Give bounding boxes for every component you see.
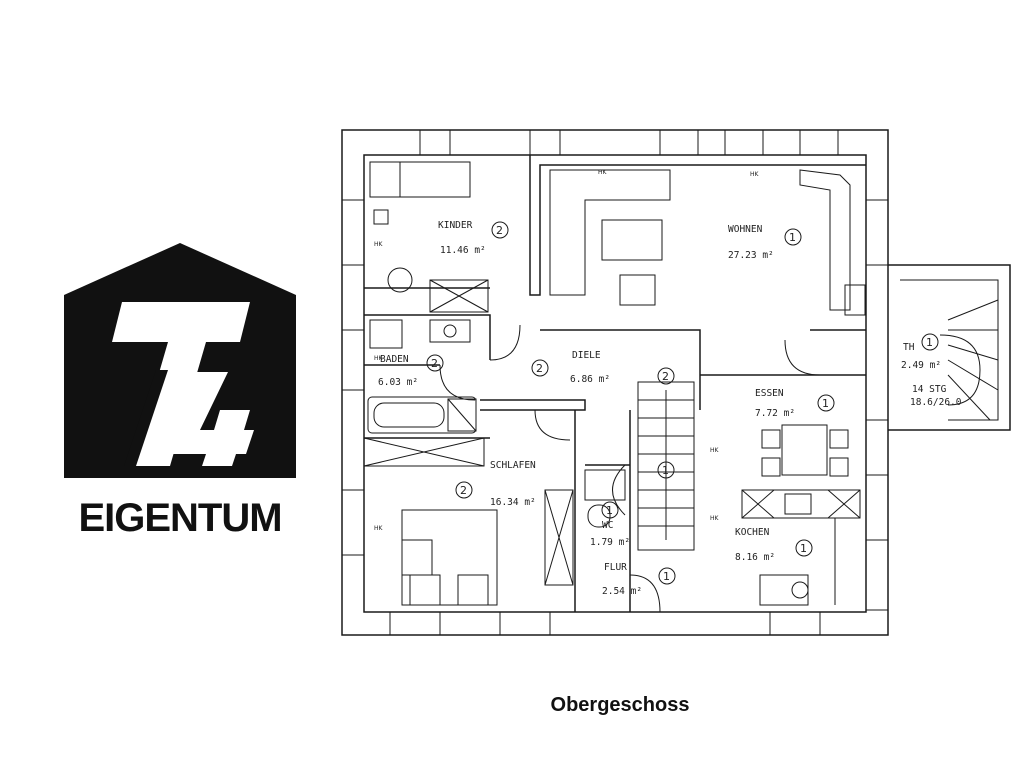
logo-digit-four xyxy=(150,372,254,466)
room-area-th: 2.49 m² xyxy=(901,360,941,371)
room-area-schlafen: 16.34 m² xyxy=(490,497,536,508)
heater-label: HK xyxy=(374,525,384,532)
room-name-diele: DIELE xyxy=(572,350,601,361)
stair-unit-marker-lower: 1 xyxy=(662,464,669,477)
room-unit-th: 1 xyxy=(926,336,933,349)
room-labels: KINDER 11.46 m² 2 WOHNEN 27.23 m² 1 BADE… xyxy=(374,169,962,597)
heater-label: HK xyxy=(374,355,384,362)
room-area-flur: 2.54 m² xyxy=(602,586,642,597)
room-unit-kochen: 1 xyxy=(800,542,807,555)
room-unit-wc: 1 xyxy=(606,504,613,517)
room-area-diele: 6.86 m² xyxy=(570,374,610,385)
main-staircase xyxy=(637,381,695,551)
room-name-wc: WC xyxy=(602,520,613,531)
wc-fixtures xyxy=(584,469,626,528)
room-unit-kinder: 2 xyxy=(496,224,503,237)
room-area-kochen: 8.16 m² xyxy=(735,552,775,563)
room-area-wc: 1.79 m² xyxy=(590,537,630,548)
windows xyxy=(341,129,889,636)
room-area-wohnen: 27.23 m² xyxy=(728,250,774,261)
room-name-schlafen: SCHLAFEN xyxy=(490,460,536,471)
room-area-baden: 6.03 m² xyxy=(378,377,418,388)
kitchen-dining-furniture xyxy=(741,424,861,606)
room-name-essen: ESSEN xyxy=(755,388,784,399)
heater-label: HK xyxy=(710,447,720,454)
room-unit-wohnen: 1 xyxy=(789,231,796,244)
floor-plan: KINDER 11.46 m² 2 WOHNEN 27.23 m² 1 BADE… xyxy=(341,129,1011,636)
room-unit-schlafen: 2 xyxy=(460,484,467,497)
room-name-th: TH xyxy=(903,342,915,353)
door-swings xyxy=(439,324,821,613)
interior-walls xyxy=(364,155,866,612)
logo-slash xyxy=(124,370,168,466)
heater-label: HK xyxy=(750,171,760,178)
room-area-kinder: 11.46 m² xyxy=(440,245,486,256)
stair-steps-label: 14 STG xyxy=(912,384,947,395)
room-name-kochen: KOCHEN xyxy=(735,527,770,538)
heater-label: HK xyxy=(598,169,608,176)
schlafen-furniture xyxy=(363,437,574,606)
stair-unit-marker: 2 xyxy=(662,370,669,383)
tower-stair xyxy=(888,264,1011,431)
logo-wordmark: EIGENTUM xyxy=(78,496,282,540)
stair-dim-label: 18.6/26.0 xyxy=(910,397,962,408)
room-unit-diele: 2 xyxy=(536,362,543,375)
room-unit-baden: 2 xyxy=(431,357,438,370)
room-name-baden: BADEN xyxy=(380,354,409,365)
heater-label: HK xyxy=(374,241,384,248)
floor-caption: Obergeschoss xyxy=(550,694,690,716)
t4-logo-mark xyxy=(64,243,296,478)
room-name-flur: FLUR xyxy=(604,562,627,573)
room-name-kinder: KINDER xyxy=(438,220,473,231)
room-unit-essen: 1 xyxy=(822,397,829,410)
living-furniture xyxy=(549,169,866,316)
kinder-furniture xyxy=(369,161,489,313)
room-unit-flur: 1 xyxy=(663,570,670,583)
baden-fixtures xyxy=(367,319,477,434)
exterior-walls xyxy=(341,129,889,636)
heater-label: HK xyxy=(710,515,720,522)
room-area-essen: 7.72 m² xyxy=(755,408,795,419)
room-name-wohnen: WOHNEN xyxy=(728,224,763,235)
